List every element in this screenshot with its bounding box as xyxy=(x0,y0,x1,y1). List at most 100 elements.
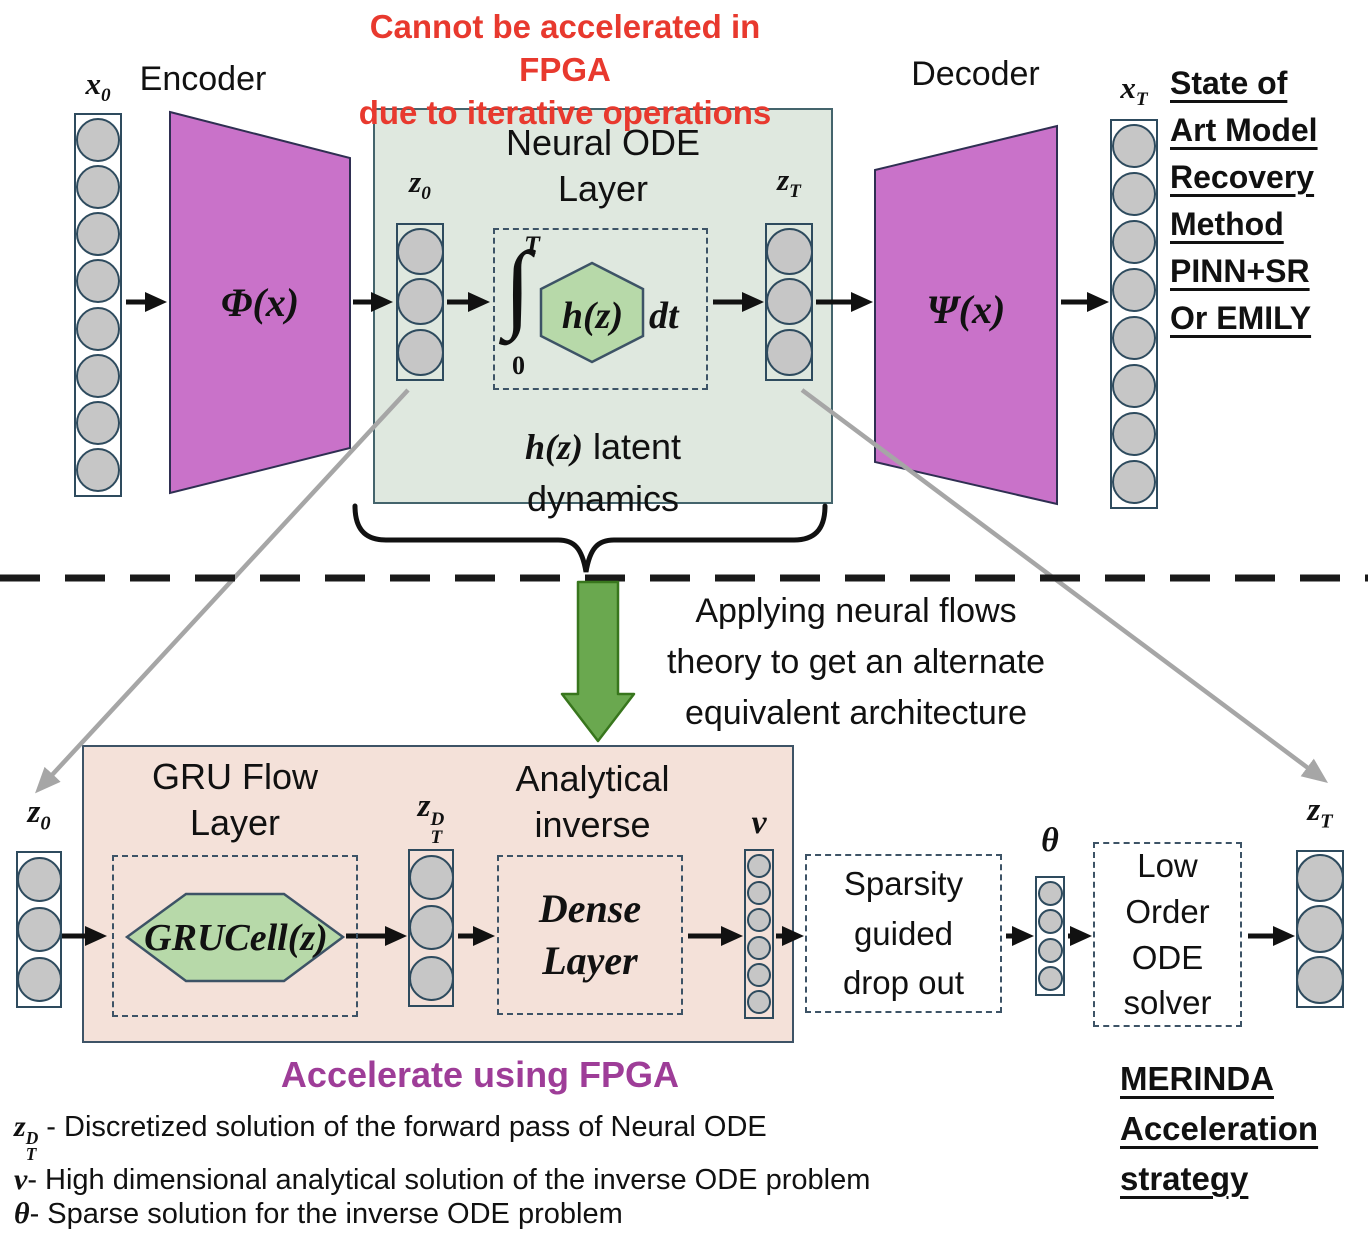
z0-sub: 0 xyxy=(421,183,431,205)
merinda-line1: MERINDA xyxy=(1120,1060,1274,1097)
sparsity-line1: Sparsity xyxy=(843,865,964,903)
neural-ode-title-line1: Neural ODE xyxy=(505,122,701,163)
x0-column xyxy=(74,113,122,497)
node-circle xyxy=(1296,904,1344,953)
node-circle xyxy=(1296,854,1344,903)
analytical-inverse-title: Analytical inverse xyxy=(500,756,685,848)
xT-column xyxy=(1110,119,1158,509)
legend-item-nu: ν- High dimensional analytical solution … xyxy=(14,1163,870,1197)
zTD-sub: T xyxy=(430,826,443,848)
node-circle xyxy=(765,227,813,275)
transition-line1: Applying neural flows xyxy=(695,592,1017,630)
transition-line2: theory to get an alternate xyxy=(666,643,1046,681)
sota-line: Method xyxy=(1170,206,1284,242)
x0-label: x0 xyxy=(63,68,133,105)
hz-hexagon xyxy=(539,261,645,364)
node-circle xyxy=(408,905,454,951)
node-circle xyxy=(1037,909,1063,935)
xT-base: x xyxy=(1120,70,1136,105)
node-circle xyxy=(16,957,62,1003)
node-circle xyxy=(1112,172,1156,216)
integral-dashed-box xyxy=(493,228,708,390)
merinda-line3: strategy xyxy=(1120,1160,1249,1197)
grucell-label: GRUCell(z) xyxy=(144,917,328,959)
zTD-sup: D xyxy=(430,808,445,830)
hz-hexagon-label: h(z) xyxy=(561,295,624,337)
sparsity-dropout-box: Sparsity guided drop out xyxy=(805,854,1002,1013)
z0-base: z xyxy=(409,164,422,199)
node-circle xyxy=(16,906,62,952)
solver-line1: Low xyxy=(1137,847,1198,885)
node-circle xyxy=(747,990,771,1015)
sota-line: Art Model xyxy=(1170,112,1318,148)
sota-line: State of xyxy=(1170,65,1288,101)
node-circle xyxy=(747,962,771,987)
z0b-base: z xyxy=(27,794,41,830)
zTb-base: z xyxy=(1307,792,1321,828)
node-circle xyxy=(1112,220,1156,264)
gru-title-line1: GRU Flow xyxy=(151,756,318,797)
solver-line3: ODE xyxy=(1131,938,1204,976)
sota-line: Or EMILY xyxy=(1170,300,1312,336)
x0-sub: 0 xyxy=(100,85,111,107)
xT-sub: T xyxy=(1135,89,1148,111)
z0-bottom-label: z0 xyxy=(4,796,74,834)
transition-line3: equivalent architecture xyxy=(684,694,1028,732)
node-circle xyxy=(765,278,813,326)
z0-top-label: z0 xyxy=(385,166,455,203)
latent-caption-math: h(z) xyxy=(524,427,583,467)
zT-sub: T xyxy=(789,181,801,203)
node-circle xyxy=(765,329,813,377)
node-circle xyxy=(1037,880,1063,906)
legend-sym-nu: ν xyxy=(14,1162,28,1196)
sparsity-line2: guided xyxy=(853,914,954,952)
dense-layer-box: Dense Layer xyxy=(497,855,683,1015)
z0-bottom-column xyxy=(16,851,62,1008)
zTb-sub: T xyxy=(1320,810,1333,833)
encoder-trapezoid xyxy=(169,110,351,495)
latent-dynamics-caption: h(z) latent dynamics xyxy=(443,421,763,525)
node-circle xyxy=(747,908,771,933)
node-circle xyxy=(76,117,120,162)
fpga-warning: Cannot be accelerated in FPGA due to ite… xyxy=(330,6,800,135)
latent-caption-line1: h(z) latent xyxy=(443,421,763,473)
node-circle xyxy=(76,448,120,493)
latent-caption-rest: latent xyxy=(582,426,682,467)
zTD-base: z xyxy=(417,788,431,824)
neural-ode-title: Neural ODE Layer xyxy=(453,120,753,212)
dense-line2: Layer xyxy=(542,938,638,983)
nu-column xyxy=(744,849,774,1019)
node-circle xyxy=(408,956,454,1002)
transform-green-arrow xyxy=(560,580,636,743)
merinda-line2: Acceleration xyxy=(1120,1110,1319,1147)
node-circle xyxy=(76,401,120,446)
node-circle xyxy=(1112,268,1156,312)
xT-label: xT xyxy=(1099,72,1169,109)
sparsity-line3: drop out xyxy=(842,964,965,1002)
zT-bottom-label: zT xyxy=(1285,794,1355,832)
x0-base: x xyxy=(85,66,101,101)
node-circle xyxy=(396,227,444,275)
analytical-line1: Analytical xyxy=(515,758,670,799)
nu-label: ν xyxy=(751,804,767,841)
zT-top-column xyxy=(765,223,813,381)
legend-sym-theta: θ xyxy=(14,1196,30,1230)
dense-line1: Dense xyxy=(538,886,642,931)
node-circle xyxy=(1112,364,1156,408)
node-circle xyxy=(747,853,771,878)
node-circle xyxy=(1112,460,1156,504)
integral-upper-limit: T xyxy=(524,231,540,260)
theta-column xyxy=(1035,876,1065,996)
node-circle xyxy=(76,306,120,351)
grucell-dashed-box xyxy=(112,855,358,1017)
neural-ode-title-line2: Layer xyxy=(557,168,649,210)
legend-item-theta: θ- Sparse solution for the inverse ODE p… xyxy=(14,1197,870,1231)
node-circle xyxy=(1112,316,1156,360)
node-circle xyxy=(1037,937,1063,963)
node-circle xyxy=(1112,124,1156,168)
